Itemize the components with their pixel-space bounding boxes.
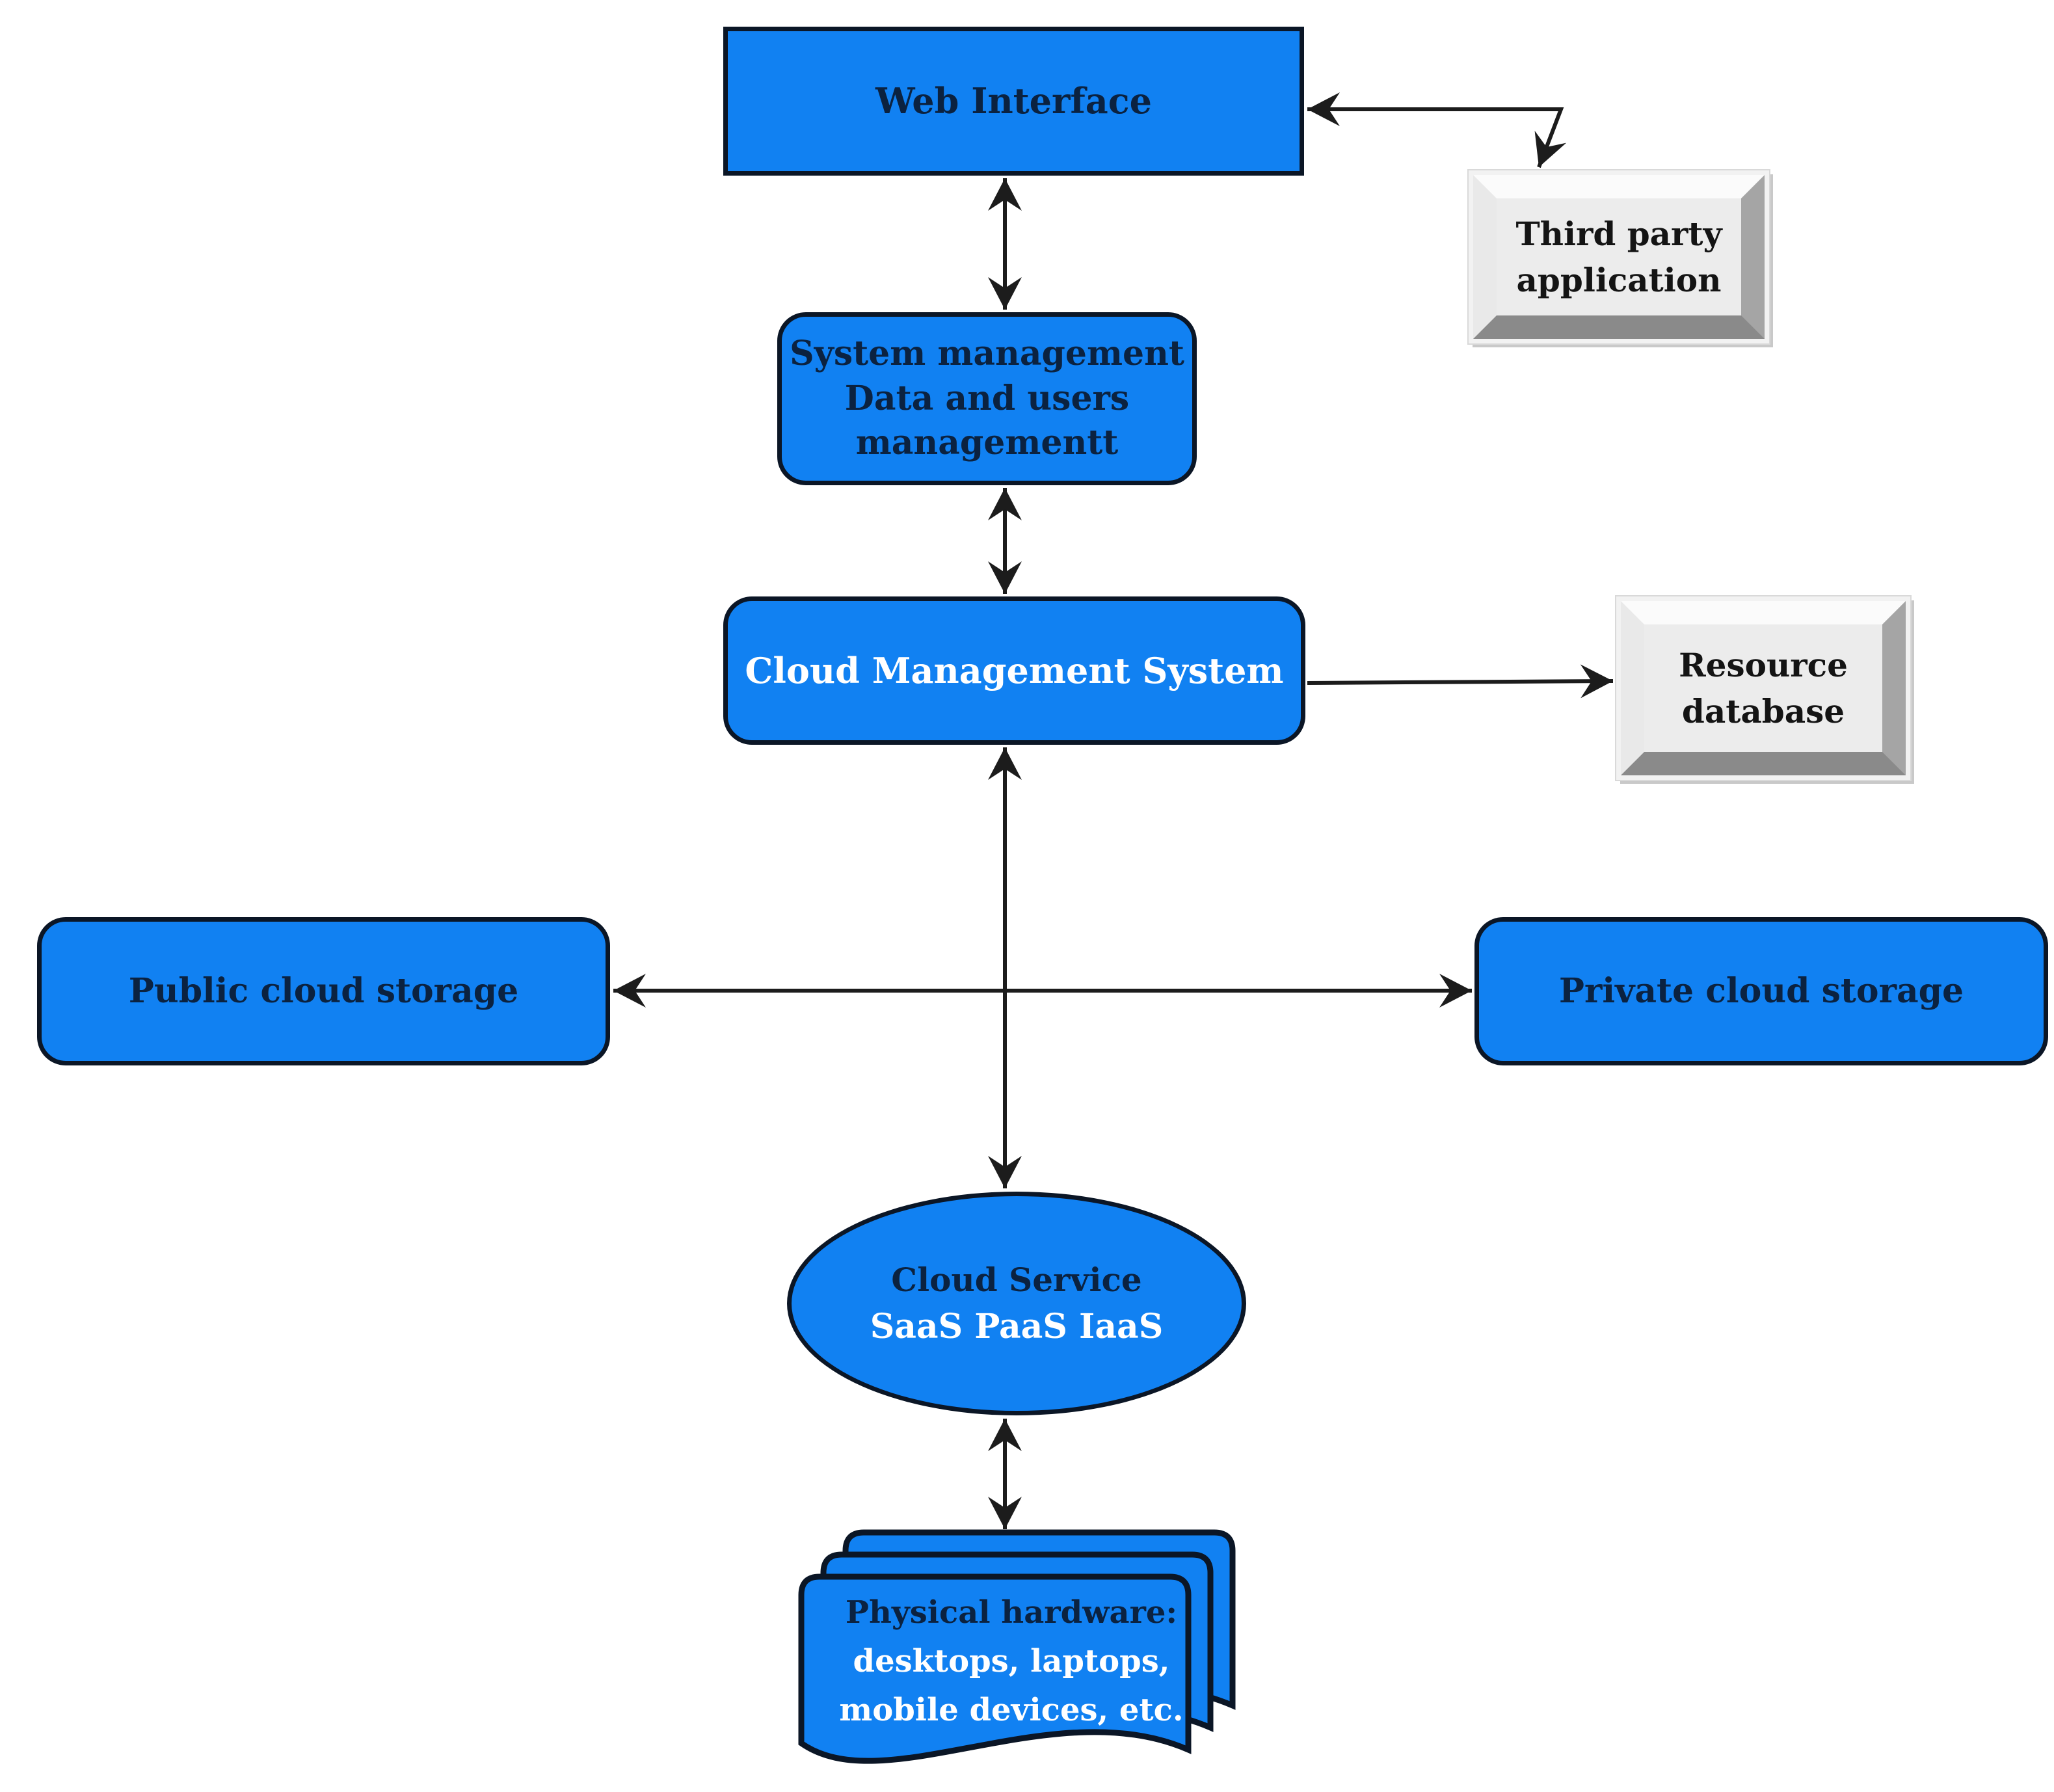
document-shape-front: [798, 1573, 1192, 1764]
public-cloud-storage-label: Public cloud storage: [128, 970, 519, 1011]
third-party-line-2: application: [1516, 261, 1722, 299]
physical-hardware-label: Physical hardware: desktops, laptops, mo…: [797, 1588, 1226, 1735]
web-interface-label: Web Interface: [875, 80, 1152, 122]
web-interface-node: Web Interface: [723, 27, 1304, 176]
system-management-line-1: System management: [790, 334, 1184, 374]
resource-database-line-2: database: [1681, 692, 1845, 730]
public-cloud-storage-node: Public cloud storage: [37, 917, 610, 1065]
physical-hardware-shape: [798, 1529, 1236, 1764]
physical-hardware-line-2: desktops, laptops,: [853, 1642, 1170, 1679]
cloud-service-line-2: SaaS PaaS IaaS: [870, 1306, 1164, 1346]
resource-database-line-1: Resource: [1679, 646, 1848, 684]
physical-hardware-line-3: mobile devices, etc.: [839, 1691, 1184, 1728]
system-management-line-2: Data and users: [844, 378, 1130, 418]
system-management-node: System management Data and users managem…: [777, 312, 1197, 485]
cloud-service-line-1: Cloud Service: [891, 1260, 1142, 1299]
arrow-webinterface-thirdparty: [1307, 92, 1567, 168]
physical-hardware-line-1: Physical hardware:: [845, 1594, 1178, 1631]
private-cloud-storage-node: Private cloud storage: [1474, 917, 2048, 1065]
cloud-management-system-label: Cloud Management System: [745, 649, 1284, 691]
third-party-line-1: Third party: [1515, 215, 1722, 253]
third-party-application-node: Third party application: [1469, 170, 1769, 343]
private-cloud-storage-label: Private cloud storage: [1558, 970, 1964, 1011]
cloud-management-system-node: Cloud Management System: [723, 596, 1305, 745]
cloud-service-ellipse: Cloud Service SaaS PaaS IaaS: [787, 1192, 1246, 1415]
system-management-line-3: managementt: [855, 423, 1119, 463]
arrow-cms-resourcedatabase: [1307, 664, 1614, 699]
resource-database-node: Resource database: [1616, 596, 1910, 780]
third-party-application-face: Third party application: [1473, 175, 1765, 339]
resource-database-face: Resource database: [1621, 601, 1906, 775]
